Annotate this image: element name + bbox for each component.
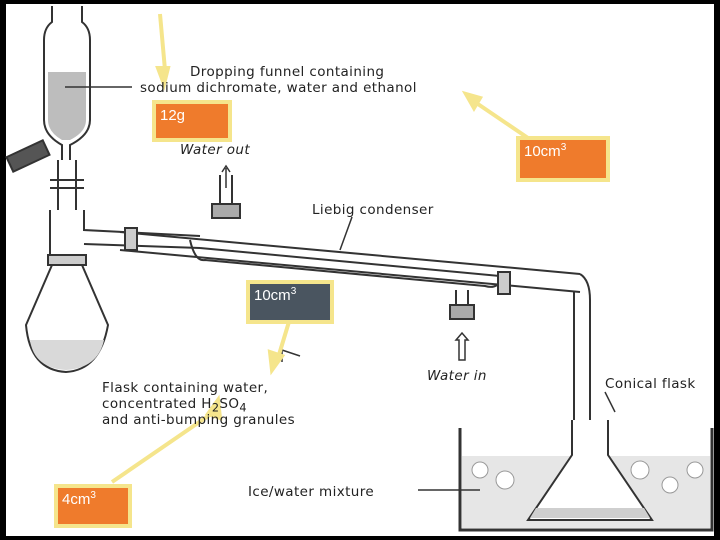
flask-label-line2: concentrated H2SO4 — [102, 396, 247, 415]
liebig-condenser — [119, 175, 591, 450]
water-in-label: Water in — [427, 368, 487, 384]
callout-4cm3: 4cm3 — [54, 484, 132, 528]
flask-label-line3: and anti-bumping granules — [102, 412, 296, 428]
leader-lines — [65, 86, 616, 491]
funnel-label-line1: Dropping funnel containing — [190, 64, 385, 80]
funnel-label-line2: sodium dichromate, water and ethanol — [140, 80, 417, 96]
round-bottom-flask — [24, 264, 110, 374]
still-head — [47, 160, 201, 266]
water-in-arrow — [454, 331, 470, 361]
water-out-arrow — [221, 164, 231, 188]
conical-flask-label: Conical flask — [605, 376, 696, 392]
callout-arrows — [110, 13, 530, 484]
flask-label-line1: Flask containing water, — [102, 380, 269, 396]
condenser-label: Liebig condenser — [312, 202, 434, 218]
callout-10cm3-middle: 10cm3 — [246, 280, 334, 324]
dropping-funnel — [5, 6, 91, 174]
conical-flask — [526, 420, 654, 521]
water-out-label: Water out — [180, 142, 251, 158]
ice-label: Ice/water mixture — [248, 484, 375, 500]
callout-12g: 12g — [152, 100, 232, 142]
callout-10cm3-top: 10cm3 — [516, 136, 610, 182]
